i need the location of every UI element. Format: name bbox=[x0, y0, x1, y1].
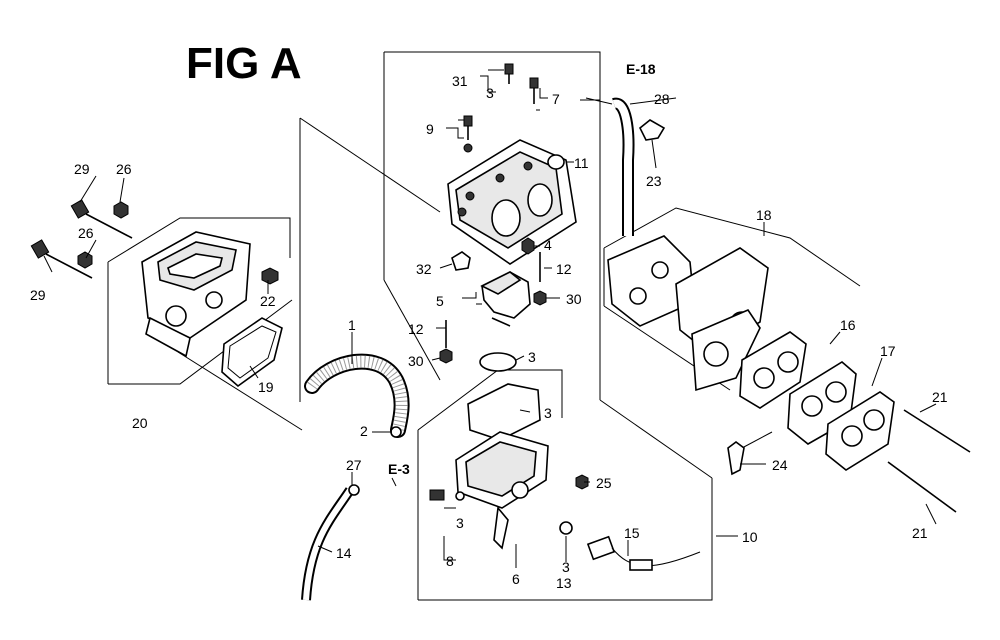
o-ring-3 bbox=[479, 352, 517, 372]
clamp-2 bbox=[390, 426, 402, 438]
callout-29a: 29 bbox=[74, 161, 90, 177]
callout-19: 19 bbox=[258, 379, 274, 395]
gasket-17 bbox=[787, 361, 895, 471]
callout-25: 25 bbox=[596, 475, 612, 491]
stud-21a bbox=[903, 409, 971, 453]
clip-23 bbox=[638, 119, 666, 141]
solenoid-15 bbox=[586, 535, 701, 571]
callout-6: 6 bbox=[512, 571, 520, 587]
callout-16: 16 bbox=[840, 317, 856, 333]
callout-15: 15 bbox=[624, 525, 640, 541]
callout-13: 13 bbox=[556, 575, 572, 591]
carburetor-body bbox=[447, 139, 577, 265]
callout-18: 18 bbox=[756, 207, 772, 223]
callout-2: 2 bbox=[360, 423, 368, 439]
callout-20: 20 bbox=[132, 415, 148, 431]
float-chamber-6 bbox=[455, 431, 549, 550]
clip-24 bbox=[727, 441, 745, 476]
callout-26b: 26 bbox=[78, 225, 94, 241]
nut-26a bbox=[113, 201, 129, 219]
washer-13 bbox=[559, 521, 573, 535]
screw-30b bbox=[439, 348, 453, 364]
drain-screw-8 bbox=[429, 489, 445, 501]
callout-3d: 3 bbox=[456, 515, 464, 531]
callout-7: 7 bbox=[552, 91, 560, 107]
ref-e3: E-3 bbox=[388, 461, 410, 477]
clip-32 bbox=[451, 251, 471, 271]
callout-17: 17 bbox=[880, 343, 896, 359]
leader-lines bbox=[43, 69, 937, 568]
callout-3c: 3 bbox=[544, 405, 552, 421]
callout-14: 14 bbox=[336, 545, 352, 561]
callouts: 29 26 26 29 22 19 20 1 2 E-3 27 14 31 3 … bbox=[30, 61, 948, 591]
callout-30a: 30 bbox=[566, 291, 582, 307]
screws-31-9-7 bbox=[463, 63, 539, 153]
gasket-19 bbox=[221, 317, 283, 388]
callout-28: 28 bbox=[654, 91, 670, 107]
clamp-27 bbox=[348, 484, 360, 496]
callout-3e: 3 bbox=[562, 559, 570, 575]
callout-1: 1 bbox=[348, 317, 356, 333]
assembly-boundaries bbox=[107, 51, 861, 601]
callout-23: 23 bbox=[646, 173, 662, 189]
seal-11 bbox=[547, 154, 565, 170]
callout-31: 31 bbox=[452, 73, 468, 89]
chamber-gasket-3 bbox=[467, 383, 541, 441]
nut-22 bbox=[261, 267, 279, 285]
callout-3b: 3 bbox=[528, 349, 536, 365]
callout-11: 11 bbox=[574, 155, 589, 171]
callout-3a: 3 bbox=[486, 85, 494, 101]
callout-4: 4 bbox=[544, 237, 552, 253]
callout-24: 24 bbox=[772, 457, 788, 473]
screw-30a bbox=[533, 290, 547, 306]
callout-8: 8 bbox=[446, 553, 454, 569]
air-box-20 bbox=[141, 231, 251, 358]
figure-title: FIG A bbox=[186, 39, 302, 88]
callout-21a: 21 bbox=[932, 389, 948, 405]
callout-26a: 26 bbox=[116, 161, 132, 177]
callout-12a: 12 bbox=[556, 261, 572, 277]
nut-26b bbox=[77, 251, 93, 269]
callout-30b: 30 bbox=[408, 353, 424, 369]
callout-9: 9 bbox=[426, 121, 434, 137]
screw-25 bbox=[575, 474, 589, 490]
callout-12b: 12 bbox=[408, 321, 424, 337]
callout-27: 27 bbox=[346, 457, 362, 473]
callout-32: 32 bbox=[416, 261, 432, 277]
jet-4 bbox=[521, 237, 535, 255]
callout-22: 22 bbox=[260, 293, 276, 309]
callout-21b: 21 bbox=[912, 525, 928, 541]
stud-21b bbox=[887, 461, 957, 513]
insulator-18 bbox=[607, 235, 769, 392]
callout-29b: 29 bbox=[30, 287, 46, 303]
gasket-16 bbox=[739, 331, 807, 409]
callout-5: 5 bbox=[436, 293, 444, 309]
ref-e18: E-18 bbox=[626, 61, 656, 77]
callout-10: 10 bbox=[742, 529, 758, 545]
bolts-29 bbox=[30, 199, 133, 279]
